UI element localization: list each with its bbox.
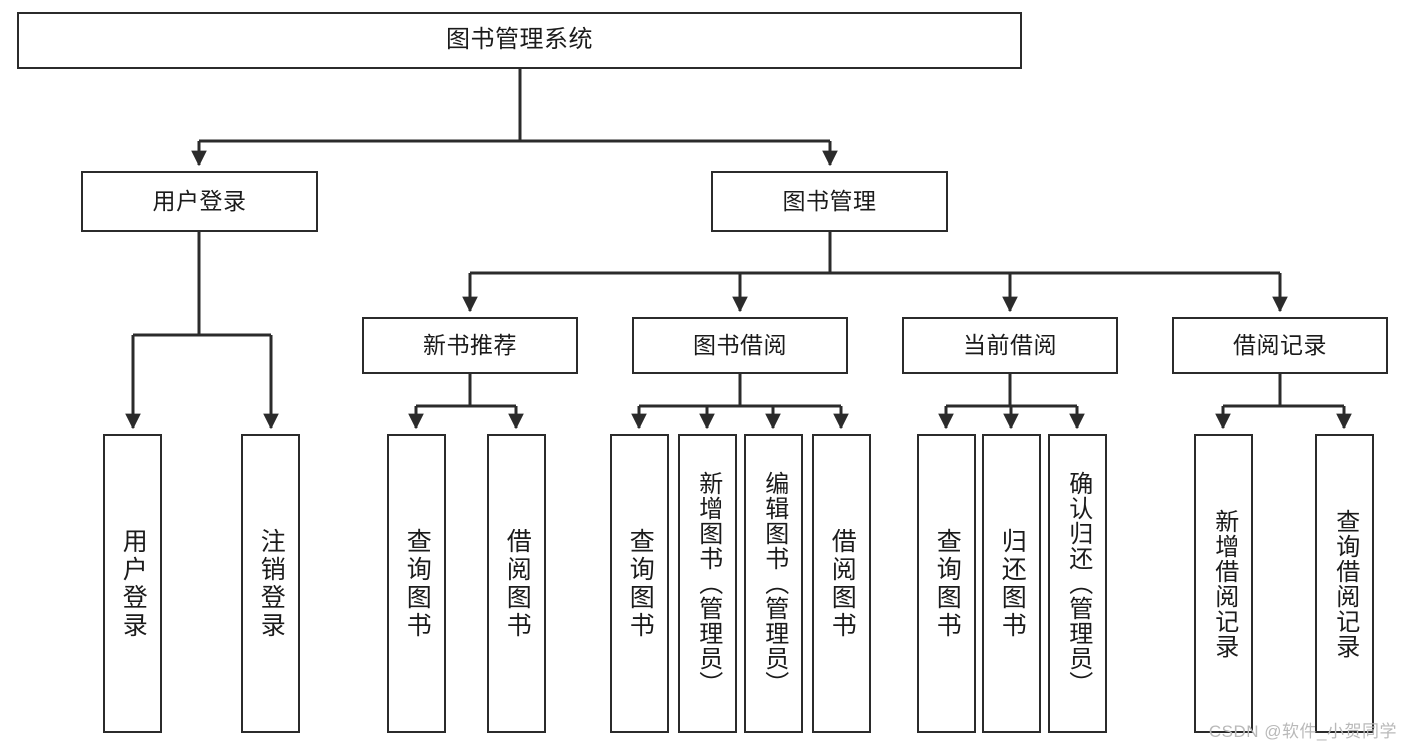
node-book-manage-label: 图书管理 [782,187,877,214]
node-leaf-query-book-1-label: 查询图书 [403,527,432,640]
node-leaf-borrow-book-2[interactable]: 借阅图书 [812,434,871,733]
node-leaf-return-book[interactable]: 归还图书 [982,434,1041,733]
node-book-borrow[interactable]: 图书借阅 [632,317,848,374]
node-leaf-query-book-3[interactable]: 查询图书 [917,434,976,733]
node-leaf-query-record[interactable]: 查询借阅记录 [1315,434,1374,733]
node-leaf-borrow-book-2-label: 借阅图书 [828,527,857,640]
node-leaf-query-book-1[interactable]: 查询图书 [387,434,446,733]
node-leaf-borrow-book-1[interactable]: 借阅图书 [487,434,546,733]
node-borrow-record[interactable]: 借阅记录 [1172,317,1388,374]
node-leaf-query-record-label: 查询借阅记录 [1331,508,1359,659]
node-leaf-confirm-return[interactable]: 确认归还（管理员） [1048,434,1107,733]
node-user-login-label: 用户登录 [152,187,247,214]
node-leaf-user-login[interactable]: 用户登录 [103,434,162,733]
node-leaf-add-record-label: 新增借阅记录 [1210,508,1238,659]
node-leaf-add-book[interactable]: 新增图书（管理员） [678,434,737,733]
node-root-label: 图书管理系统 [446,26,593,54]
node-leaf-borrow-book-1-label: 借阅图书 [503,527,532,640]
node-book-borrow-label: 图书借阅 [693,331,787,358]
node-leaf-add-record[interactable]: 新增借阅记录 [1194,434,1253,733]
node-leaf-query-book-2-label: 查询图书 [626,527,655,640]
node-new-book-rec[interactable]: 新书推荐 [362,317,578,374]
node-leaf-logout[interactable]: 注销登录 [241,434,300,733]
node-leaf-edit-book-label: 编辑图书（管理员） [760,471,788,696]
node-leaf-logout-label: 注销登录 [257,527,286,640]
node-current-borrow[interactable]: 当前借阅 [902,317,1118,374]
node-leaf-query-book-3-label: 查询图书 [933,527,962,640]
node-new-book-rec-label: 新书推荐 [423,331,517,358]
watermark: CSDN @软件_小贺同学 [1208,722,1397,741]
node-leaf-edit-book[interactable]: 编辑图书（管理员） [744,434,803,733]
node-leaf-user-login-label: 用户登录 [119,527,148,640]
node-current-borrow-label: 当前借阅 [963,331,1057,358]
node-user-login[interactable]: 用户登录 [81,171,318,232]
node-leaf-confirm-return-label: 确认归还（管理员） [1064,471,1092,696]
node-borrow-record-label: 借阅记录 [1233,331,1327,358]
node-book-manage[interactable]: 图书管理 [711,171,948,232]
node-root[interactable]: 图书管理系统 [17,12,1022,69]
node-leaf-add-book-label: 新增图书（管理员） [694,471,722,696]
node-leaf-query-book-2[interactable]: 查询图书 [610,434,669,733]
node-leaf-return-book-label: 归还图书 [998,527,1027,640]
